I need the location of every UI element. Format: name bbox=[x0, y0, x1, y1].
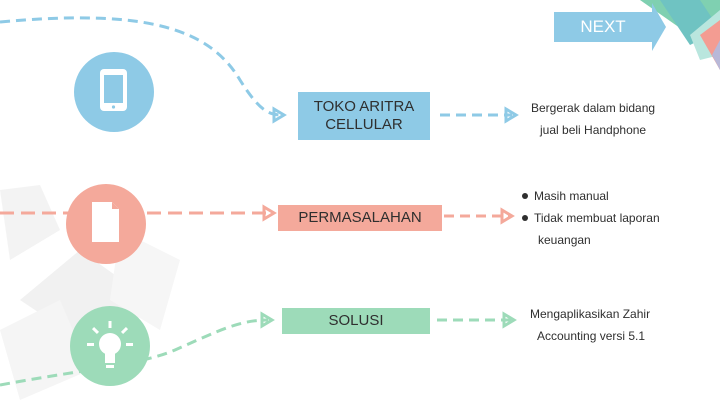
phone-icon bbox=[74, 52, 154, 132]
next-button[interactable]: NEXT bbox=[554, 12, 652, 42]
lightbulb-icon bbox=[70, 306, 150, 386]
row-title: TOKO ARITRA CELLULAR bbox=[304, 98, 424, 134]
row-title: SOLUSI bbox=[328, 312, 383, 330]
desc-line: Accounting versi 5.1 bbox=[530, 325, 650, 347]
row-title-box: SOLUSI bbox=[282, 308, 430, 334]
desc-line: Bergerak dalam bidang bbox=[531, 97, 655, 119]
row-description: Mengaplikasikan Zahir Accounting versi 5… bbox=[530, 303, 650, 347]
bullet-item: Masih manual bbox=[522, 185, 660, 207]
arrow-head-salmon-1 bbox=[264, 207, 274, 219]
phone-circle bbox=[74, 52, 154, 132]
next-button-label: NEXT bbox=[580, 17, 625, 37]
row-title: PERMASALAHAN bbox=[298, 209, 421, 227]
arrow-head-blue-1 bbox=[274, 109, 284, 121]
bg-poly-1 bbox=[0, 185, 60, 260]
row-description: Bergerak dalam bidang jual beli Handphon… bbox=[531, 97, 655, 141]
arrow-head-salmon-2 bbox=[502, 210, 512, 222]
bullet-continuation: keuangan bbox=[522, 229, 660, 251]
desc-line: Mengaplikasikan Zahir bbox=[530, 303, 650, 325]
document-icon bbox=[66, 184, 146, 264]
desc-line: jual beli Handphone bbox=[531, 119, 655, 141]
lightbulb-circle bbox=[70, 306, 150, 386]
next-arrow-icon[interactable] bbox=[652, 3, 666, 51]
row-description: Masih manual Tidak membuat laporan keuan… bbox=[522, 185, 660, 251]
bullet-text: Tidak membuat laporan bbox=[534, 211, 660, 225]
row-title-box: PERMASALAHAN bbox=[278, 205, 442, 231]
bullet-icon bbox=[522, 193, 528, 199]
document-circle bbox=[66, 184, 146, 264]
bullet-text: Masih manual bbox=[534, 189, 609, 203]
row-title-box: TOKO ARITRA CELLULAR bbox=[298, 92, 430, 140]
bullet-item: Tidak membuat laporan bbox=[522, 207, 660, 229]
bullet-icon bbox=[522, 215, 528, 221]
